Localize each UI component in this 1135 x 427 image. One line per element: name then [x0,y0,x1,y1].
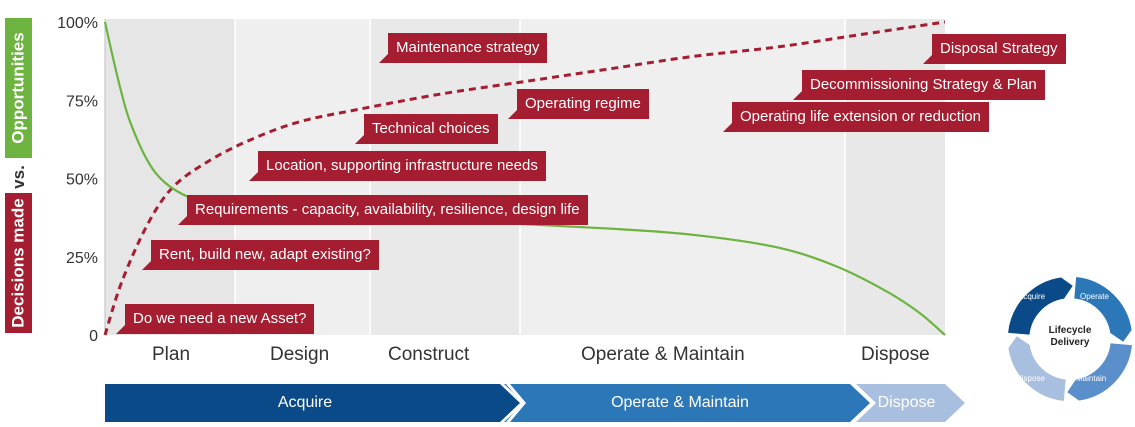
annotation-decommissioning: Decommissioning Strategy & Plan [793,70,1045,100]
annotation-maintenance-strategy: Maintenance strategy [378,33,548,63]
band-operate-maintain [504,384,870,422]
annotation-life-extension: Operating life extension or reduction [723,102,989,132]
phase-plan-shade [105,19,235,335]
y-tick-label: 0 [89,328,98,345]
phase-construct: Construct [388,344,470,365]
annotation-disposal-strategy: Disposal Strategy [923,34,1066,64]
phase-dispose: Dispose [861,344,930,365]
band-dispose [856,384,965,422]
cycle-segment-maintain [1065,341,1134,403]
band-chevron-gap [506,384,526,422]
annotation-location: Location, supporting infrastructure need… [249,151,546,181]
decisions-curve [103,20,946,336]
y-tick-label: 100% [57,15,98,32]
cycle-label-dispose: Dispose [1016,374,1045,383]
band-dispose-label: Dispose [877,394,936,411]
y-tick-label: 75% [66,93,98,110]
y-title-opportunities: Opportunities [5,18,32,158]
phase-operate-maintain: Operate & Maintain [581,344,745,365]
cycle-center-label: Lifecycle Delivery [1048,325,1092,348]
annotation-rent-build: Rent, build new, adapt existing? [142,240,379,270]
annotation-operating-regime: Operating regime [508,89,649,119]
cycle-label-operate: Operate [1080,292,1109,301]
y-title-vs: vs. [8,165,28,189]
y-tick-label: 50% [66,172,98,189]
annotation-technical-choices: Technical choices [355,114,498,144]
phase-design: Design [270,344,330,365]
cycle-segment-acquire [1006,275,1075,337]
band-acquire-label: Acquire [277,394,333,411]
cycle-label-maintain: Maintain [1076,374,1107,383]
y-title-decisions: Decisions made [5,193,32,333]
cycle-segment-operate [1072,275,1134,344]
phase-plan: Plan [152,344,191,365]
band-operate-label: Operate & Maintain [611,394,749,411]
band-acquire [105,384,520,422]
cycle-segment-dispose [1006,334,1068,403]
annotation-requirements: Requirements - capacity, availability, r… [178,195,588,225]
annotation-new-asset: Do we need a new Asset? [115,304,315,334]
phase-dispose-shade [845,19,945,335]
cycle-center [1033,302,1107,376]
cycle-label-acquire: Acquire [1018,292,1046,301]
y-tick-label: 25% [66,250,98,267]
